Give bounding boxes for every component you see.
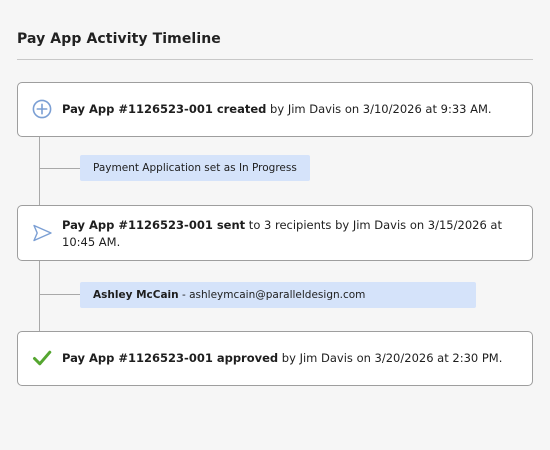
timeline-event-title: Pay App #1126523-001 created bbox=[62, 102, 267, 116]
add-circle-icon bbox=[31, 98, 53, 120]
timeline-event-detail: by Jim Davis on 3/10/2026 at 9:33 AM. bbox=[266, 102, 492, 116]
timeline-event-title: Pay App #1126523-001 sent bbox=[62, 218, 246, 232]
recipient-name: Ashley McCain bbox=[93, 289, 179, 301]
timeline-note-recipient: Ashley McCain - ashleymcain@paralleldesi… bbox=[80, 282, 476, 308]
timeline-connector-branch bbox=[39, 168, 80, 169]
recipient-email: - ashleymcain@paralleldesign.com bbox=[178, 289, 366, 301]
checkmark-icon bbox=[31, 347, 53, 369]
timeline-event-title: Pay App #1126523-001 approved bbox=[62, 351, 279, 365]
timeline-event-detail: to 3 recipients by Jim Davis on 3/15/202… bbox=[62, 218, 502, 249]
send-icon bbox=[31, 222, 53, 244]
page-title: Pay App Activity Timeline bbox=[17, 31, 221, 47]
timeline-event-text: Pay App #1126523-001 sent to 3 recipient… bbox=[62, 217, 520, 251]
timeline-event-text: Pay App #1126523-001 approved by Jim Dav… bbox=[62, 350, 520, 367]
timeline-note-status: Payment Application set as In Progress bbox=[80, 155, 310, 181]
timeline-event-sent: Pay App #1126523-001 sent to 3 recipient… bbox=[17, 205, 533, 261]
title-divider bbox=[17, 59, 533, 60]
timeline-event-approved: Pay App #1126523-001 approved by Jim Dav… bbox=[17, 331, 533, 386]
timeline-connector bbox=[39, 136, 40, 205]
timeline-event-text: Pay App #1126523-001 created by Jim Davi… bbox=[62, 101, 520, 118]
timeline-connector bbox=[39, 260, 40, 331]
timeline-event-detail: by Jim Davis on 3/20/2026 at 2:30 PM. bbox=[278, 351, 503, 365]
note-text: Payment Application set as In Progress bbox=[93, 162, 297, 174]
timeline-event-created: Pay App #1126523-001 created by Jim Davi… bbox=[17, 82, 533, 137]
timeline-connector-branch bbox=[39, 294, 80, 295]
